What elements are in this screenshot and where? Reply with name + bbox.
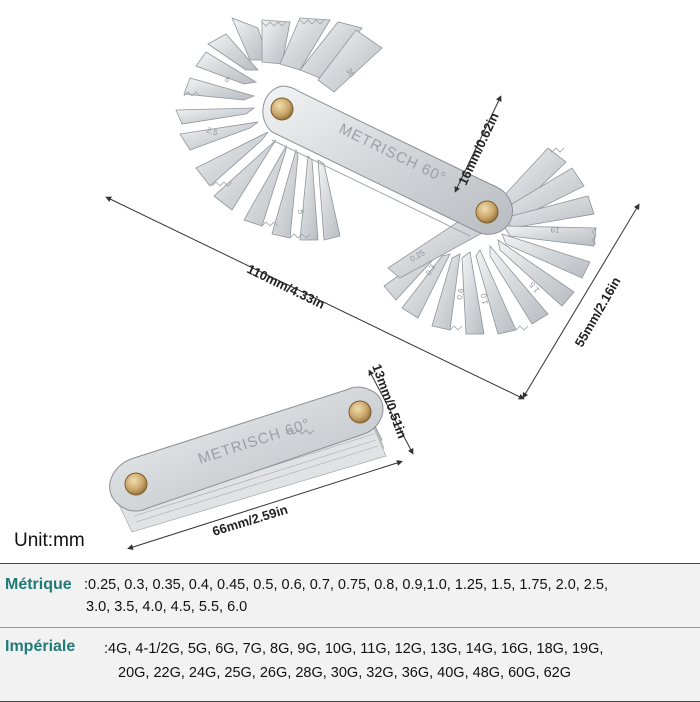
open-thread-gauge: METRISCH 60° 0.25 0.3 0.6 1.0 1.5 6 2.5 … <box>175 17 597 335</box>
rivet-closed-right <box>348 400 372 424</box>
imperial-values-line1: :4G, 4-1/2G, 5G, 6G, 7G, 8G, 9G, 10G, 11… <box>104 641 604 657</box>
imperial-values-line2: 20G, 22G, 24G, 25G, 26G, 28G, 30G, 32G, … <box>118 665 571 681</box>
leaf-number: 2.5 <box>205 125 219 137</box>
metric-values-line1: :0.25, 0.3, 0.35, 0.4, 0.45, 0.5, 0.6, 0… <box>84 577 608 593</box>
leaf-number: 6 <box>223 75 233 85</box>
product-photo: METRISCH 60° 0.25 0.3 0.6 1.0 1.5 6 2.5 … <box>105 17 640 550</box>
unit-label: Unit:mm <box>14 530 85 551</box>
dimension-lines-open <box>105 95 640 400</box>
imperial-spec-band: Impériale :4G, 4-1/2G, 5G, 6G, 7G, 8G, 9… <box>0 627 700 702</box>
dimension-lines-closed <box>127 369 414 550</box>
metric-label: Métrique <box>5 576 72 593</box>
dimension-blade-width: 16mm/0.62in <box>455 110 502 187</box>
metric-values-line2: 3.0, 3.5, 4.0, 4.5, 5.5, 6.0 <box>86 599 248 615</box>
rivet-right <box>475 200 499 224</box>
rivet-left <box>270 97 294 121</box>
dimension-length: 110mm/4.33in <box>245 261 328 312</box>
metric-spec-band: Métrique :0.25, 0.3, 0.35, 0.4, 0.45, 0.… <box>0 563 700 627</box>
dimension-fan-height: 55mm/2.16in <box>572 274 624 349</box>
leaf-number: 19 <box>549 224 560 235</box>
dimension-closed-length: 66mm/2.59in <box>210 502 289 539</box>
imperial-label: Impériale <box>5 638 76 655</box>
rivet-closed-left <box>124 472 148 496</box>
